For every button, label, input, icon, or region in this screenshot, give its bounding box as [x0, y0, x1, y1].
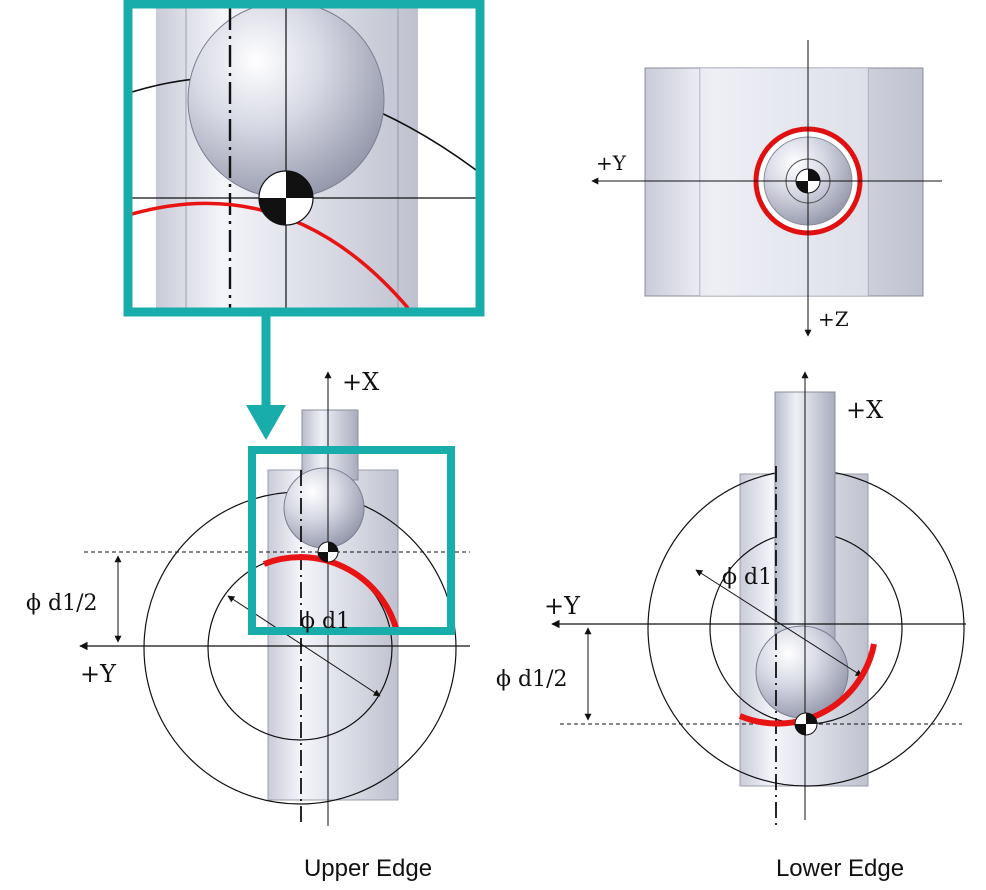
top-view-plus-z-label: +Z: [818, 307, 849, 331]
upper-plus-y-label: +Y: [80, 660, 117, 688]
upper-radius-label: ϕ d1/2: [26, 591, 97, 616]
upper-stylus-ball: [283, 467, 365, 549]
upper-contact-icon: [317, 541, 339, 563]
lower-diameter-label: ϕ d1: [722, 565, 772, 590]
lower-diameter-dimension: [695, 569, 863, 677]
upper-edge-view: +X +Y ϕ d1/2 ϕ d1: [26, 368, 470, 826]
lower-red-arc: [738, 643, 877, 727]
top-view-contact-icon: [795, 168, 821, 194]
top-view-plus-y-label: +Y: [596, 151, 627, 175]
lower-plus-x-label: +X: [846, 396, 883, 424]
lower-edge-caption: Lower Edge: [776, 855, 904, 882]
zoom-connector-arrow: [246, 316, 286, 440]
zoom-inset-frame: [123, 0, 485, 317]
zoom-contact-point-icon: [258, 170, 314, 226]
upper-edge-caption: Upper Edge: [304, 855, 432, 882]
zoom-inset: [132, 8, 476, 308]
top-view: +Y +Z: [591, 40, 942, 337]
upper-red-arc: [262, 554, 399, 629]
lower-contact-icon: [794, 712, 818, 736]
upper-diameter-label: ϕ d1: [300, 609, 350, 634]
lower-edge-view: +X +Y ϕ d1/2 ϕ d1: [496, 371, 966, 826]
upper-highlight-box: [248, 446, 455, 635]
lower-radius-label: ϕ d1/2: [496, 667, 567, 692]
upper-plus-x-label: +X: [342, 368, 379, 396]
lower-plus-y-label: +Y: [544, 592, 581, 620]
